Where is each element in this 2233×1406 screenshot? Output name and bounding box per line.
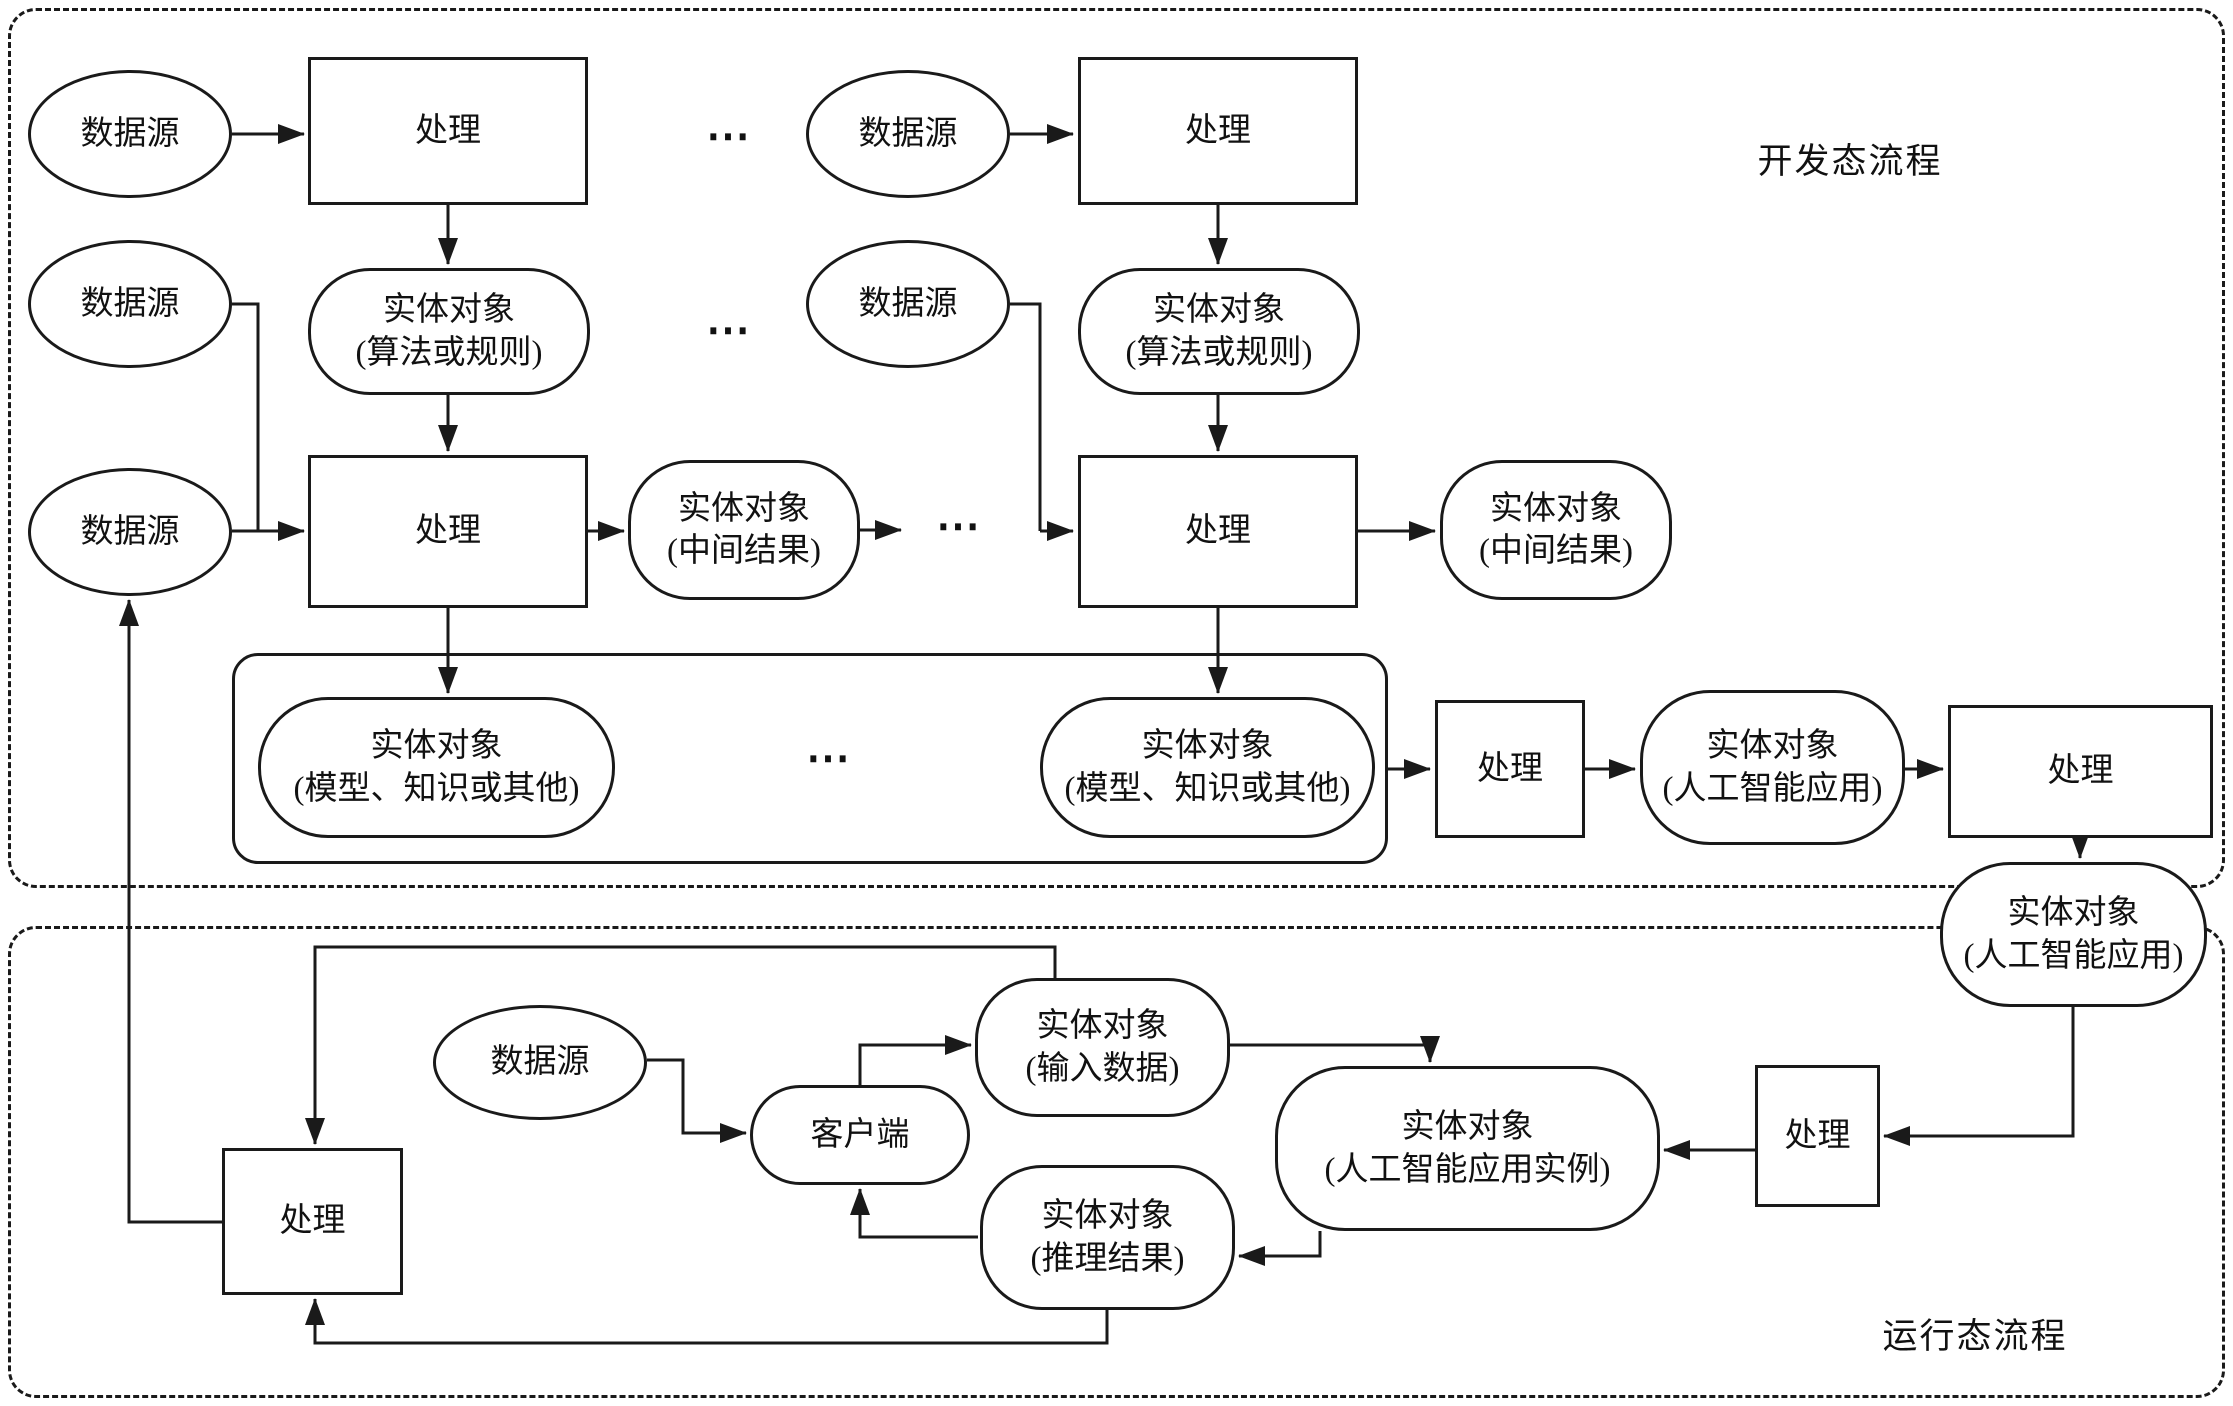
datasource-ellipse-1: 数据源 bbox=[28, 70, 232, 198]
node-label: 数据源 bbox=[858, 285, 958, 322]
arrow-result-proc7 bbox=[305, 1298, 1109, 1345]
development-section-label: 开发态流程 bbox=[1757, 142, 1943, 181]
node-sublabel: (算法或规则) bbox=[355, 334, 543, 371]
development-section-frame bbox=[8, 8, 2225, 888]
datasource-ellipse-3: 数据源 bbox=[28, 468, 232, 596]
node-label: 实体对象 bbox=[2007, 895, 2140, 932]
entity-ai-application-2: 实体对象 (人工智能应用) bbox=[1940, 862, 2207, 1007]
node-label: 处理 bbox=[1477, 750, 1543, 787]
entity-model-1: 实体对象 (模型、知识或其他) bbox=[258, 697, 615, 838]
node-label: 实体对象 bbox=[1041, 1198, 1174, 1235]
node-label: 数据源 bbox=[80, 285, 180, 322]
node-label: 数据源 bbox=[80, 513, 180, 550]
entity-inference-result: 实体对象 (推理结果) bbox=[980, 1165, 1235, 1310]
arrow-input-instance bbox=[1230, 1036, 1440, 1063]
node-label: 实体对象 bbox=[1141, 728, 1274, 765]
node-sublabel: (推理结果) bbox=[1030, 1240, 1185, 1277]
node-label: 处理 bbox=[2047, 753, 2114, 790]
node-sublabel: (人工智能应用实例) bbox=[1324, 1151, 1611, 1188]
arrow-client-input bbox=[858, 1035, 972, 1085]
node-label: 处理 bbox=[279, 1203, 346, 1240]
line-ds5-elbow bbox=[1010, 302, 1042, 531]
node-sublabel: (输入数据) bbox=[1025, 1050, 1180, 1087]
process-box-5: 处理 bbox=[1435, 700, 1585, 838]
runtime-section-frame bbox=[8, 926, 2225, 1398]
process-box-6: 处理 bbox=[1948, 705, 2213, 838]
entity-ai-application-1: 实体对象 (人工智能应用) bbox=[1640, 690, 1905, 845]
arrow-app2-proc8 bbox=[1883, 1007, 2075, 1146]
ellipsis-row3: ⋯ bbox=[936, 501, 984, 551]
process-box-7: 处理 bbox=[222, 1148, 403, 1295]
arrow-proc7-ds3-feedback bbox=[119, 599, 222, 1224]
process-box-8: 处理 bbox=[1755, 1065, 1880, 1207]
node-label: 处理 bbox=[415, 112, 481, 149]
node-label: 数据源 bbox=[490, 1044, 590, 1081]
arrow-result-client bbox=[850, 1188, 978, 1239]
node-label: 数据源 bbox=[858, 115, 958, 152]
entity-intermediate-1: 实体对象 (中间结果) bbox=[628, 460, 860, 600]
entity-intermediate-2: 实体对象 (中间结果) bbox=[1440, 460, 1672, 600]
arrow-instance-result bbox=[1238, 1231, 1322, 1266]
client-node: 客户端 bbox=[750, 1085, 970, 1185]
node-label: 实体对象 bbox=[1153, 292, 1285, 329]
ellipsis-row1: ⋯ bbox=[706, 111, 754, 161]
runtime-section-label: 运行态流程 bbox=[1882, 1317, 2068, 1356]
line-ds2-elbow bbox=[232, 302, 260, 531]
node-label: 实体对象 bbox=[1490, 490, 1622, 527]
model-group-container bbox=[232, 653, 1388, 864]
node-label: 处理 bbox=[415, 513, 481, 550]
arrow-ds6-client bbox=[647, 1058, 747, 1143]
datasource-ellipse-4: 数据源 bbox=[806, 70, 1010, 198]
entity-algorithm-1: 实体对象 (算法或规则) bbox=[308, 268, 590, 395]
entity-algorithm-2: 实体对象 (算法或规则) bbox=[1078, 268, 1360, 395]
process-box-3: 处理 bbox=[308, 455, 588, 608]
node-label: 实体对象 bbox=[370, 728, 503, 765]
node-sublabel: (中间结果) bbox=[1479, 533, 1633, 569]
entity-ai-application-instance: 实体对象 (人工智能应用实例) bbox=[1275, 1066, 1660, 1231]
node-label: 实体对象 bbox=[1706, 728, 1839, 765]
node-label: 实体对象 bbox=[1036, 1008, 1169, 1045]
node-label: 实体对象 bbox=[383, 292, 515, 329]
ellipsis-row2: ⋯ bbox=[706, 305, 754, 355]
ellipsis-container: ⋯ bbox=[806, 733, 854, 783]
node-sublabel: (中间结果) bbox=[667, 533, 821, 569]
process-box-4: 处理 bbox=[1078, 455, 1358, 608]
node-sublabel: (人工智能应用) bbox=[1662, 770, 1883, 807]
entity-model-2: 实体对象 (模型、知识或其他) bbox=[1040, 697, 1375, 838]
datasource-ellipse-2: 数据源 bbox=[28, 240, 232, 368]
node-label: 处理 bbox=[1185, 112, 1251, 149]
node-sublabel: (模型、知识或其他) bbox=[293, 770, 580, 807]
process-box-2: 处理 bbox=[1078, 57, 1358, 205]
node-sublabel: (模型、知识或其他) bbox=[1064, 770, 1351, 807]
node-label: 实体对象 bbox=[1401, 1109, 1534, 1146]
entity-input-data: 实体对象 (输入数据) bbox=[975, 978, 1230, 1117]
node-sublabel: (人工智能应用) bbox=[1963, 937, 2184, 974]
node-label: 客户端 bbox=[810, 1116, 910, 1153]
node-label: 实体对象 bbox=[678, 490, 810, 527]
datasource-ellipse-5: 数据源 bbox=[806, 240, 1010, 368]
node-label: 处理 bbox=[1185, 513, 1251, 550]
node-label: 处理 bbox=[1784, 1117, 1851, 1154]
datasource-ellipse-6: 数据源 bbox=[433, 1005, 647, 1120]
node-label: 数据源 bbox=[80, 115, 180, 152]
node-sublabel: (算法或规则) bbox=[1125, 334, 1313, 371]
arrow-input-proc7 bbox=[305, 945, 1057, 1145]
process-box-1: 处理 bbox=[308, 57, 588, 205]
